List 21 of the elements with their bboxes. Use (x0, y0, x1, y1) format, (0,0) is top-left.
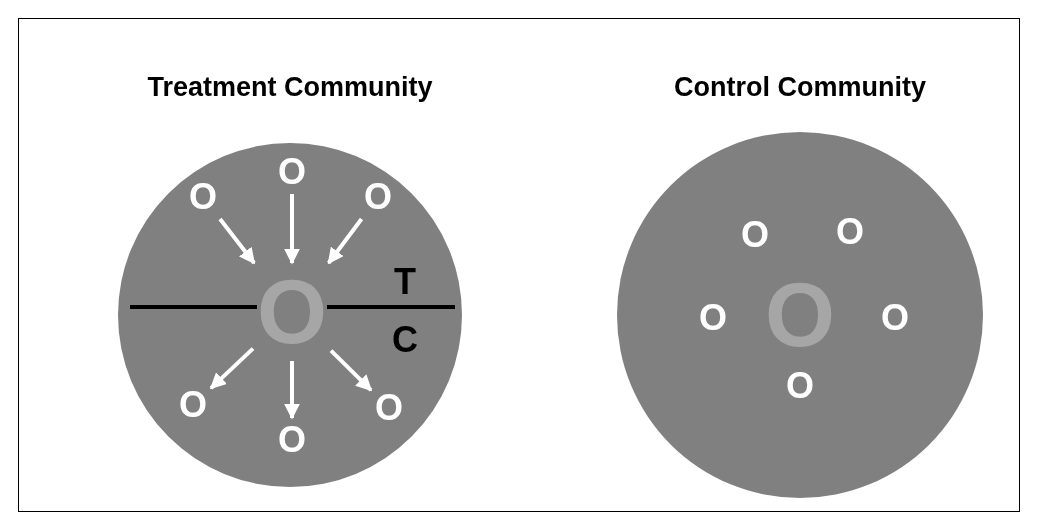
letter-o: O (189, 179, 217, 215)
arrow (284, 194, 300, 265)
letter-o: O (881, 300, 909, 336)
letter-o: O (179, 387, 207, 423)
letter-o: O (278, 154, 306, 190)
arrow (327, 217, 364, 265)
letter-o: O (699, 300, 727, 336)
arrow (218, 217, 256, 265)
letter-o: O (786, 368, 814, 404)
arrow (209, 347, 255, 390)
letter-o: O (741, 217, 769, 253)
letter-o: O (375, 390, 403, 426)
letter-o: O (278, 422, 306, 458)
letter-o: O (836, 214, 864, 250)
side-letter: C (392, 322, 418, 358)
letter-o: O (364, 179, 392, 215)
community-title: Control Community (673, 72, 927, 103)
arrow (329, 349, 373, 392)
side-letter: T (394, 264, 416, 300)
arrow (284, 361, 300, 420)
community-title: Treatment Community (146, 72, 434, 103)
